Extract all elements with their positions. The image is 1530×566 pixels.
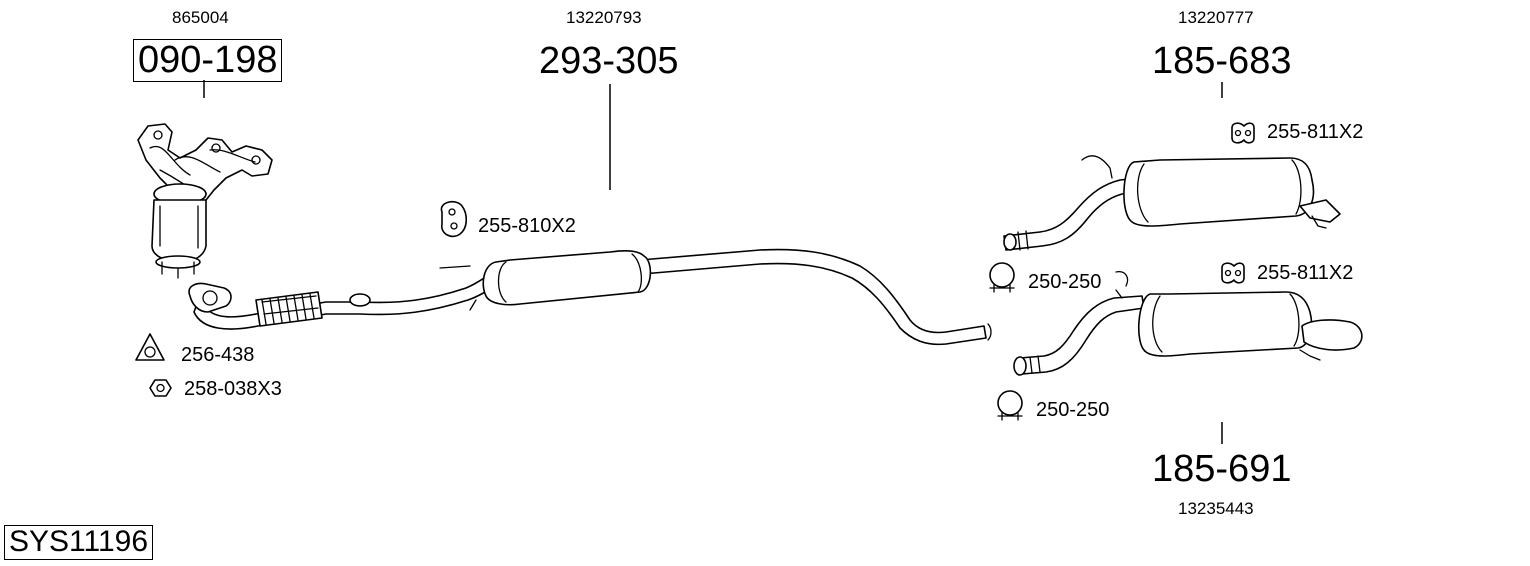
clamp-icon [989,262,1015,293]
manifold-catalyst-part[interactable] [137,123,273,279]
rubber-hanger-icon [1221,262,1245,284]
accessory-label-gasket[interactable]: 256-438 [181,344,255,366]
part-number-rear-silencer-lower[interactable]: 185-691 [1152,448,1292,490]
accessory-label-rubber-hanger-upper[interactable]: 255-811X2 [1267,121,1364,143]
oem-number-manifold: 865004 [172,8,229,27]
part-number-middle-silencer[interactable]: 293-305 [539,40,679,82]
rubber-hanger-icon [1231,122,1255,144]
rear-silencer-upper-part[interactable] [1003,155,1341,251]
accessory-label-rubber-mount[interactable]: 255-810X2 [478,215,576,237]
oem-number-rear-silencer-lower: 13235443 [1178,499,1254,518]
accessory-label-clamp-upper[interactable]: 250-250 [1028,271,1102,293]
oem-number-rear-silencer-upper: 13220777 [1178,8,1254,27]
system-code: SYS11196 [4,525,153,560]
accessory-label-nut[interactable]: 258-038X3 [184,378,282,400]
middle-silencer-part[interactable] [439,248,992,346]
gasket-icon [135,333,165,361]
nut-icon [149,379,172,397]
front-pipe [188,271,499,330]
rubber-mount-icon [440,200,468,238]
part-number-manifold[interactable]: 090-198 [133,39,283,82]
clamp-icon [997,390,1023,421]
part-number-rear-silencer-upper[interactable]: 185-683 [1152,40,1292,82]
rear-silencer-lower-part[interactable] [1013,271,1363,376]
accessory-label-clamp-lower[interactable]: 250-250 [1036,399,1110,421]
oem-number-middle-silencer: 13220793 [566,8,642,27]
accessory-label-rubber-hanger-lower[interactable]: 255-811X2 [1257,262,1354,284]
